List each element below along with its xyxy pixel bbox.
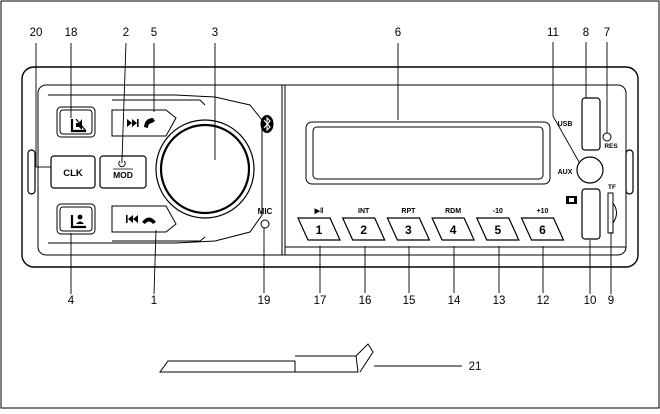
callout-14: 14	[448, 295, 461, 307]
mod-button[interactable]	[99, 155, 147, 189]
preset-label-3: 3	[405, 223, 412, 237]
callout-20: 20	[30, 27, 43, 39]
callout-1: 1	[151, 295, 157, 307]
bluetooth-icon	[260, 115, 274, 133]
volume-knob[interactable]	[159, 123, 251, 215]
mode-indicator-icon	[566, 196, 577, 204]
release-button[interactable]	[581, 188, 601, 240]
callout-5: 5	[151, 27, 157, 39]
callout-9: 9	[608, 295, 614, 307]
preset-buttons: 1 ▶‖ 2 INT 3 RPT 4 RDM 5 -10 6 +10	[297, 208, 565, 241]
outer-faceplate	[21, 66, 639, 268]
prev-hangup-button[interactable]	[111, 205, 177, 233]
preset-button-2[interactable]: 2 INT	[341, 208, 386, 241]
preset-button-6[interactable]: 6 +10	[520, 208, 565, 241]
callout-4: 4	[68, 295, 75, 307]
prev-track-icon	[126, 215, 138, 223]
clk-button[interactable]	[50, 155, 96, 189]
callout-10: 10	[584, 295, 597, 307]
mod-label: MOD	[113, 170, 133, 180]
preset-button-1[interactable]: 1 ▶‖	[297, 208, 341, 241]
removal-key	[159, 343, 462, 373]
callout-11: 11	[547, 27, 559, 39]
preset-label-1: 1	[316, 223, 323, 237]
preset-function-label-5: -10	[493, 208, 503, 215]
preset-function-label-1: ▶‖	[314, 208, 324, 215]
aux-label: AUX	[558, 169, 573, 176]
preset-label-5: 5	[494, 223, 501, 237]
voice-assistant-icon	[70, 214, 86, 229]
callout-16: 16	[359, 295, 372, 307]
volume-knob-ring	[155, 119, 255, 219]
preset-function-label-3: RPT	[401, 208, 416, 215]
usb-port[interactable]	[581, 97, 601, 151]
callout-13: 13	[493, 295, 506, 307]
left-grip-slot	[27, 149, 36, 195]
tf-card-slot[interactable]	[607, 192, 614, 234]
usb-label: USB	[558, 121, 573, 128]
mute-button[interactable]	[56, 106, 96, 138]
callout-19: 19	[258, 295, 271, 307]
power-icon	[118, 158, 126, 168]
leader-lines	[35, 42, 612, 295]
preset-button-4[interactable]: 4 RDM	[431, 208, 476, 241]
callout-2: 2	[123, 27, 129, 39]
callout-18: 18	[65, 27, 78, 39]
callout-8: 8	[583, 27, 589, 39]
aux-jack[interactable]	[576, 156, 604, 184]
preset-button-3[interactable]: 3 RPT	[386, 208, 431, 241]
reset-hole[interactable]	[602, 132, 612, 142]
preset-function-label-6: +10	[537, 208, 549, 215]
callout-17: 17	[314, 295, 327, 307]
callout-6: 6	[395, 27, 401, 39]
phone-answer-icon	[144, 118, 155, 128]
next-answer-button[interactable]	[111, 109, 177, 137]
mic-hole	[260, 219, 270, 229]
speaker-mute-icon	[70, 118, 87, 133]
control-cluster	[48, 94, 263, 244]
tf-label: TF	[608, 184, 616, 191]
phone-hangup-icon	[142, 217, 156, 224]
callout-7: 7	[604, 27, 610, 39]
callout-3: 3	[212, 27, 218, 39]
res-label: RES	[604, 143, 618, 150]
clk-label: CLK	[63, 168, 83, 179]
preset-label-4: 4	[450, 223, 457, 237]
lcd-display	[305, 121, 551, 185]
preset-function-label-4: RDM	[445, 208, 461, 215]
callout-21: 21	[469, 361, 482, 373]
mic-label: MIC	[258, 207, 273, 216]
preset-label-2: 2	[360, 223, 367, 237]
next-track-icon	[127, 119, 139, 127]
callout-15: 15	[403, 295, 416, 307]
callout-12: 12	[537, 295, 550, 307]
voice-button[interactable]	[56, 203, 96, 235]
preset-button-5[interactable]: 5 -10	[475, 208, 520, 241]
preset-label-6: 6	[539, 223, 546, 237]
callout-numbers: 20 18 2 5 3 6 11 8 7 4 1 19 17 16 15 14 …	[30, 27, 615, 373]
right-grip-slot	[625, 149, 634, 195]
preset-function-label-2: INT	[358, 208, 370, 215]
